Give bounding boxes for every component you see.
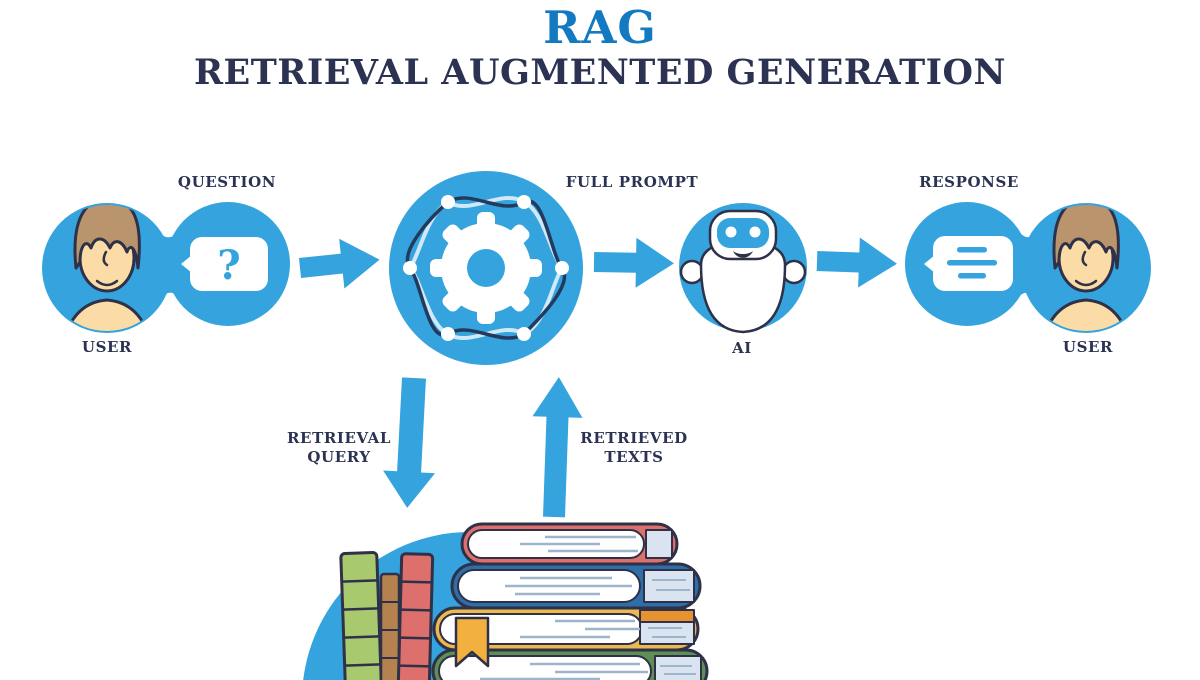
response-user-group (905, 199, 1151, 342)
robot-face (717, 218, 769, 248)
label-user-left: USER (81, 338, 133, 356)
knowledge-base-books (303, 522, 709, 680)
page-title: RAG (543, 1, 657, 54)
label-question: QUESTION (177, 173, 277, 191)
arrow-question-to-engine (297, 234, 383, 293)
robot-hand-right (781, 259, 807, 285)
label-retrieved-texts: RETRIEVED TEXTS (580, 429, 688, 466)
label-full-prompt: FULL PROMPT (565, 173, 699, 191)
label-ai: AI (732, 339, 752, 357)
robot-hand-left (679, 259, 705, 285)
robot-eye-left (725, 226, 737, 238)
label-user-right: USER (1062, 338, 1114, 356)
gear-icon (430, 212, 542, 324)
label-retrieval-query: RETRIEVAL QUERY (286, 429, 392, 466)
question-mark: ? (217, 242, 240, 289)
question-bubble: ? (181, 237, 268, 291)
label-response: RESPONSE (919, 173, 1019, 191)
stack-book-blue (450, 562, 702, 610)
user-question-group: ? (42, 199, 290, 342)
vertical-book-green (339, 551, 383, 680)
robot-eye-right (749, 226, 761, 238)
arrow-retrieval-query-down (383, 377, 436, 508)
ai-robot (679, 203, 807, 334)
rag-engine (389, 171, 583, 365)
arrow-ai-to-response (816, 236, 898, 289)
vertical-book-brown (379, 572, 401, 680)
stack-book-green (431, 648, 709, 680)
bookmark-ribbon (454, 616, 490, 668)
response-bubble (924, 236, 1013, 291)
stack-book-yellow (432, 606, 700, 652)
page-subtitle: RETRIEVAL AUGMENTED GENERATION (193, 52, 1007, 93)
arrow-engine-to-ai (593, 237, 675, 289)
stack-book-red (460, 522, 679, 566)
robot-mouth (733, 251, 753, 258)
network-nodes (403, 195, 569, 341)
vertical-book-red (396, 552, 435, 680)
arrow-retrieved-texts-up (532, 377, 583, 518)
